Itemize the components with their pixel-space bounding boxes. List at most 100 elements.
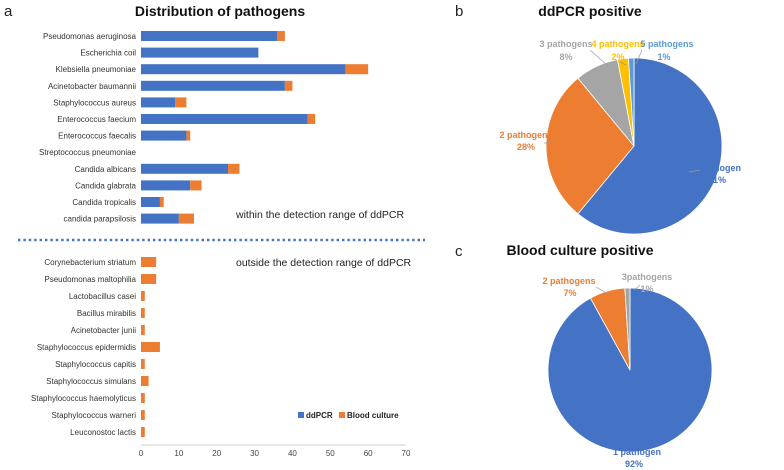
legend-label-blood-culture: Blood culture [347,411,399,420]
category-label-staphylococcus-simulans: Staphylococcus simulans [46,377,136,386]
bar-blood-culture-acinetobacter-baumannii [284,80,293,91]
bar-blood-culture-staphylococcus-haemolyticus [141,393,145,403]
bar-chart-pathogens: Distribution of pathogens Pseudomonas ae… [18,3,425,458]
bar-blood-culture-klebsiella-pneumoniae [345,64,369,75]
pie-blood-leader-3 [633,284,641,291]
pie-blood-label-3: 3pathogens [622,272,673,282]
pie-ddpcr-leader-5 [635,49,643,65]
x-tick-label-0: 0 [139,449,144,458]
legend-swatch-blood-culture [339,412,345,418]
x-tick-label-3: 30 [250,449,259,458]
pie-blood-title: Blood culture positive [506,242,653,258]
pie-chart-blood-culture: Blood culture positive 1 pathogen 92% 2 … [506,242,713,469]
category-label-acinetobacter-baumannii: Acinetobacter baumannii [48,82,136,91]
pie-ddpcr-slice-5 [628,57,635,147]
bar-blood-culture-staphylococcus-epidermidis [141,342,160,352]
pie-blood-slice-3 [624,287,631,371]
pie-ddpcr-pct-2: 28% [517,142,535,152]
category-label-leuconostoc-lactis: Leuconostoc lactis [70,428,136,437]
pie-blood-pct-1: 92% [625,459,643,469]
pie-ddpcr-slices [545,57,723,235]
category-label-pseudomonas-aeruginosa: Pseudomonas aeruginosa [43,32,137,41]
bar-blood-culture-bacillus-mirabilis [141,308,145,318]
bar-blood-culture-corynebacterium-striatum [141,257,157,267]
bar-ddpcr-enterococcus-faecium [141,114,308,124]
pie-ddpcr-slice-2 [545,77,635,215]
pie-blood-label-1: 1 pathogen [613,447,661,457]
bar-blood-culture-enterococcus-faecium [307,114,316,124]
bar-ddpcr-enterococcus-faecalis [141,130,187,141]
pie-ddpcr-pct-1: 61% [708,175,726,185]
bar-blood-culture-lactobacillus-casei [141,291,145,301]
legend-swatch-ddpcr [298,412,304,418]
pie-ddpcr-pct-4: 2% [611,52,624,62]
category-label-corynebacterium-striatum: Corynebacterium striatum [44,258,136,267]
pie-blood-pct-2: 7% [563,288,576,298]
bar-legend: ddPCR Blood culture [298,411,399,420]
bar-ddpcr-candida-parapsilosis [141,213,179,224]
pie-ddpcr-leader-lines [544,49,701,173]
category-label-staphylococcus-aureus: Staphylococcus aureus [53,98,136,107]
bar-blood-culture-candida-glabrata [190,180,202,191]
bar-ddpcr-pseudomonas-aeruginosa [141,31,278,41]
pie-blood-label-2: 2 pathogens [542,276,595,286]
category-label-pseudomonas-maltophilia: Pseudomonas maltophilia [44,275,136,284]
bar-chart-title: Distribution of pathogens [135,3,306,19]
bar-blood-culture-acinetobacter-junii [141,325,145,335]
category-label-bacillus-mirabilis: Bacillus mirabilis [77,309,136,318]
pie-ddpcr-pct-5: 1% [657,52,670,62]
bar-ddpcr-klebsiella-pneumoniae [141,64,346,75]
pie-ddpcr-leader-1 [688,169,701,173]
x-tick-label-4: 40 [288,449,297,458]
pie-ddpcr-leader-4 [619,61,627,66]
x-tick-label-6: 60 [364,449,373,458]
bar-ddpcr-staphylococcus-aureus [141,97,176,108]
category-label-escherichia-coil: Escherichia coil [80,49,136,58]
pie-ddpcr-label-1: 1 pathogen [693,163,741,173]
bar-ddpcr-candida-glabrata [141,180,191,191]
pie-ddpcr-label-2: 2 pathogens [499,130,552,140]
bar-blood-culture-candida-tropicalis [159,197,164,207]
bar-blood-culture-enterococcus-faecalis [186,130,191,141]
category-label-acinetobacter-junii: Acinetobacter junii [71,326,137,335]
pie-ddpcr-title: ddPCR positive [538,3,642,19]
bar-blood-culture-candida-parapsilosis [178,213,194,224]
category-label-streptococcus-pneumoniae: Streptococcus pneumoniae [39,148,137,157]
pie-chart-ddpcr: ddPCR positive 1 pathogen 61% 2 pathogen… [499,3,741,235]
category-label-candida-parapsilosis: candida parapsilosis [64,215,137,224]
x-tick-label-2: 20 [212,449,221,458]
annotation-outside-range: outside the detection range of ddPCR [236,257,412,269]
pie-ddpcr-pct-3: 8% [559,52,572,62]
category-label-enterococcus-faecalis: Enterococcus faecalis [58,132,136,141]
category-label-candida-albicans: Candida albicans [75,165,136,174]
pie-ddpcr-leader-3 [589,49,609,67]
category-label-candida-glabrata: Candida glabrata [75,181,136,190]
category-label-staphylococcus-warneri: Staphylococcus warneri [52,411,137,420]
bar-ddpcr-candida-albicans [141,163,229,174]
pie-blood-pct-3: 1% [640,284,653,294]
bar-blood-culture-staphylococcus-capitis [141,359,145,369]
pie-blood-slices [547,287,713,453]
panel-label-c: c [455,243,463,260]
category-label-staphylococcus-capitis: Staphylococcus capitis [55,360,136,369]
bar-blood-culture-staphylococcus-warneri [141,410,145,420]
x-tick-label-5: 50 [326,449,335,458]
legend-label-ddpcr: ddPCR [306,411,333,420]
pie-ddpcr-label-3: 3 pathogens [539,39,592,49]
category-label-lactobacillus-casei: Lactobacillus casei [69,292,136,301]
bar-blood-culture-pseudomonas-aeruginosa [277,31,285,41]
category-label-candida-tropicalis: Candida tropicalis [72,198,136,207]
x-tick-label-7: 70 [402,449,411,458]
pie-blood-labels: 1 pathogen 92% 2 pathogens 7% 3pathogens… [542,272,672,469]
panel-label-a: a [4,3,13,20]
category-label-enterococcus-faecium: Enterococcus faecium [57,115,136,124]
pie-ddpcr-slice-1 [577,57,723,235]
bar-blood-culture-candida-albicans [228,163,240,174]
bar-blood-culture-leuconostoc-lactis [141,427,145,437]
bar-ddpcr-candida-tropicalis [141,197,160,207]
bar-blood-culture-pseudomonas-maltophilia [141,274,157,284]
pie-ddpcr-label-4: 4 pathogens [591,39,644,49]
pie-blood-leader-2 [595,286,609,295]
